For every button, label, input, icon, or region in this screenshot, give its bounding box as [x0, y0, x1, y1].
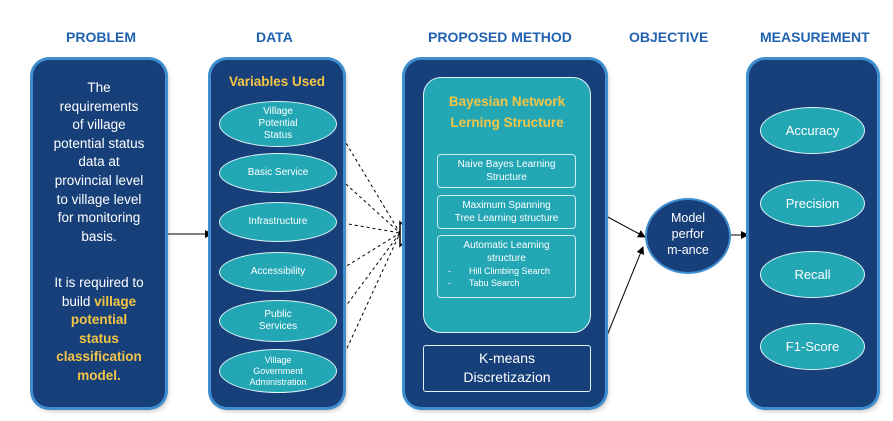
variable-accessibility: Accessibility [219, 252, 337, 292]
method-title-line: Lerning Structure [450, 115, 564, 130]
problem-line: data at [78, 154, 120, 170]
method-box-line: Maximum Spanning [462, 200, 551, 211]
problem-line: to village level [56, 191, 142, 207]
variable-label: Village [263, 106, 293, 117]
problem-line: potential status [53, 135, 145, 151]
problem-panel: The requirements of village potential st… [33, 60, 165, 407]
objective-circle: Model perfor m-ance [645, 198, 731, 274]
variables-title: Variables Used [228, 74, 326, 89]
variable-label: Village [264, 354, 292, 365]
method-box-line: Tree Learning structure [454, 213, 559, 224]
variable-label: Status [263, 130, 293, 141]
problem-text-2: It is required to build village potentia… [33, 274, 165, 386]
discretization-line: Discretizazion [463, 369, 551, 385]
measurement-label: Precision [785, 196, 840, 211]
header-data: DATA [256, 29, 293, 45]
problem-highlight: potential [70, 312, 128, 328]
variable-basic-service: Basic Service [219, 153, 337, 193]
variable-label: Infrastructure [248, 216, 308, 227]
variable-label: Accessibility [250, 266, 306, 277]
search-item-label: Tabu Search [469, 278, 520, 288]
method-box-line: Naive Bayes Learning [457, 159, 556, 170]
variable-infrastructure: Infrastructure [219, 202, 337, 242]
header-problem: PROBLEM [66, 29, 136, 45]
discretization-line: K-means [478, 350, 536, 366]
kmeans-discretization-box: K-means Discretizazion [423, 345, 591, 392]
variable-label: Government [253, 365, 303, 376]
bayesian-network-title: Bayesian Network Lerning Structure [423, 91, 591, 133]
header-proposed-method: PROPOSED METHOD [428, 29, 572, 45]
measurement-label: F1-Score [785, 339, 840, 354]
measurement-precision: Precision [760, 180, 865, 227]
problem-build-word: build [61, 293, 91, 309]
naive-bayes-box: Naive Bayes Learning Structure [437, 154, 576, 188]
variable-label: Potential [258, 118, 298, 129]
method-box-line: Automatic Learning [463, 240, 550, 251]
variable-label: Services [258, 321, 298, 332]
dashed-variable-lines [336, 127, 401, 371]
variable-label: Public [264, 309, 292, 320]
measurement-accuracy: Accuracy [760, 107, 865, 154]
problem-highlight: model. [77, 367, 121, 383]
search-item-tabu: - Tabu Search [438, 277, 575, 289]
maximum-spanning-tree-box: Maximum Spanning Tree Learning structure [437, 195, 576, 229]
problem-line: requirements [59, 98, 139, 114]
bullet: - [448, 278, 451, 288]
problem-line: It is required to [54, 275, 144, 290]
problem-line: The [87, 80, 111, 95]
variable-label: Administration [249, 376, 307, 387]
measurement-recall: Recall [760, 251, 865, 298]
problem-highlight: status [79, 330, 119, 346]
problem-highlight: classification [56, 349, 142, 365]
search-item-hill-climbing: - Hill Climbing Search [438, 265, 575, 277]
method-title-line: Bayesian Network [448, 94, 566, 109]
automatic-learning-box: Automatic Learning structure - Hill Climb… [437, 235, 576, 298]
header-measurement: MEASUREMENT [760, 29, 870, 45]
objective-line: Model [670, 211, 706, 225]
problem-line: build village [33, 293, 165, 312]
bayesian-network-box [423, 77, 591, 333]
problem-highlight: village [94, 293, 137, 309]
objective-line: perfor [671, 227, 705, 241]
method-box-line: Structure [486, 172, 527, 183]
problem-text-1: The requirements of village potential st… [33, 79, 165, 246]
objective-line: m-ance [667, 243, 709, 257]
problem-line: of village [72, 117, 126, 133]
variable-label: Basic Service [247, 167, 309, 178]
measurement-label: Recall [794, 267, 831, 282]
problem-line: provincial level [54, 172, 144, 188]
problem-line: for monitoring [57, 210, 141, 226]
problem-line: basis. [81, 228, 117, 244]
header-objective: OBJECTIVE [629, 29, 709, 45]
measurement-label: Accuracy [785, 123, 840, 138]
method-box-line: structure [487, 253, 526, 264]
measurement-f1-score: F1-Score [760, 323, 865, 370]
search-item-label: Hill Climbing Search [469, 266, 551, 276]
bullet: - [448, 266, 451, 276]
